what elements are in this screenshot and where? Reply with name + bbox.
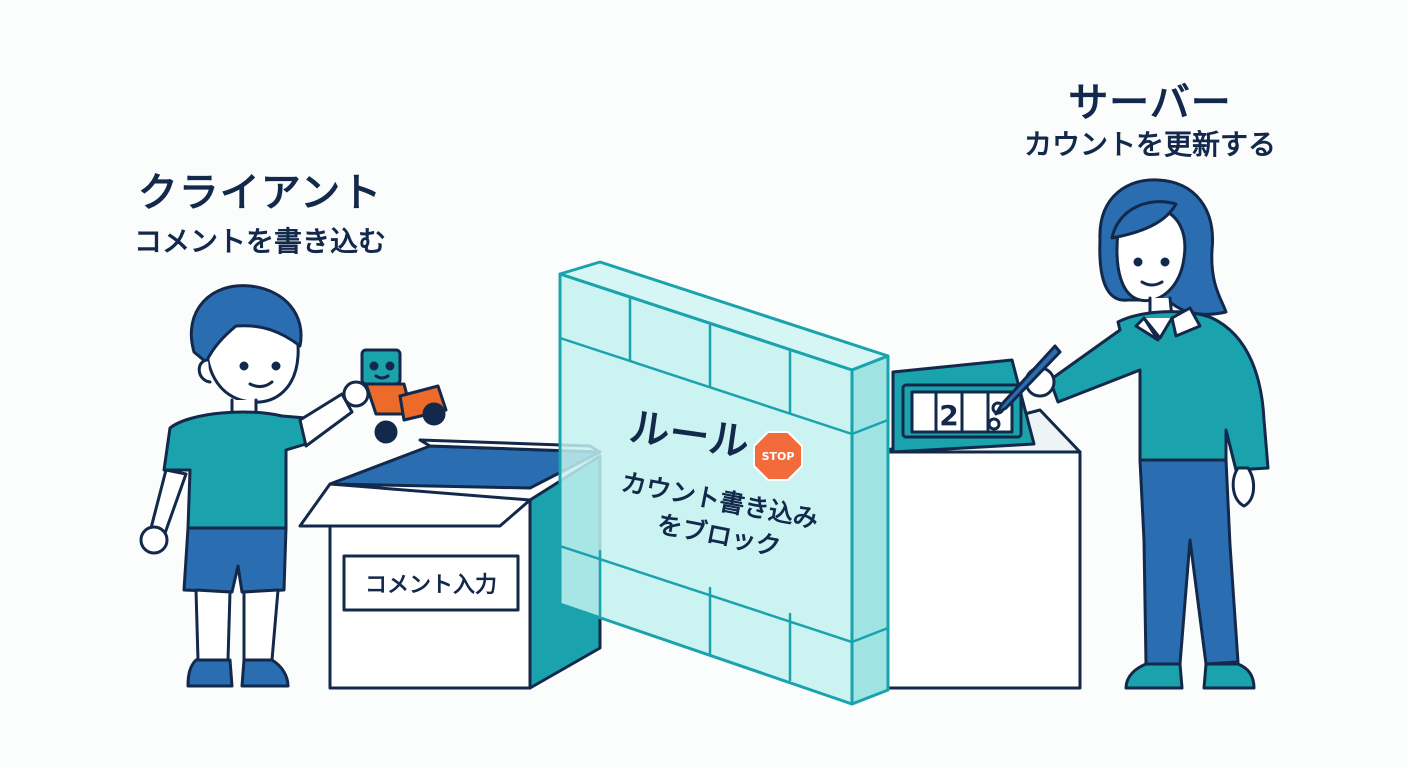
server-person — [994, 178, 1270, 690]
server-subtitle: カウントを更新する — [1023, 128, 1276, 161]
rule-wall — [558, 260, 890, 706]
counter-digit: 2 — [939, 399, 958, 432]
comment-box — [298, 438, 602, 690]
stop-sign-icon — [753, 431, 803, 481]
toy-robot — [360, 348, 448, 444]
stop-sign-text: STOP — [762, 450, 795, 463]
server-title: サーバー — [1068, 80, 1232, 126]
counter-device — [891, 358, 1036, 454]
client-person — [139, 284, 370, 688]
comment-box-label: コメント入力 — [365, 573, 497, 598]
client-subtitle: コメントを書き込む — [133, 225, 386, 258]
client-title: クライアント — [137, 170, 383, 216]
